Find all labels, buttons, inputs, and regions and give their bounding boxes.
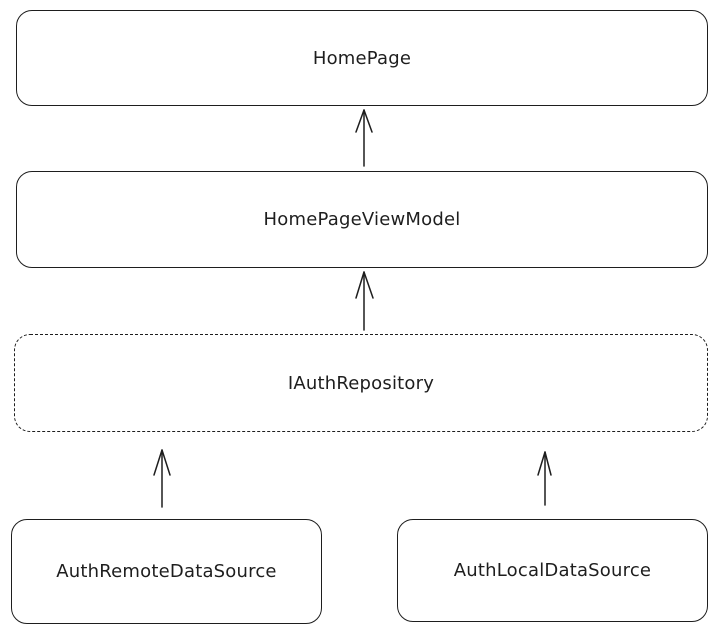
homepage-label: HomePage — [312, 47, 412, 69]
auth-repository-interface-node: IAuthRepository — [14, 334, 708, 432]
auth-local-datasource-label: AuthLocalDataSource — [453, 560, 652, 581]
arrow-remote-to-repository — [153, 449, 171, 508]
homepage-viewmodel-node: HomePageViewModel — [16, 171, 708, 268]
auth-repository-label: IAuthRepository — [287, 372, 435, 394]
arrow-local-to-repository — [537, 451, 552, 506]
homepage-node: HomePage — [16, 10, 708, 106]
arrow-repository-to-viewmodel — [355, 271, 374, 331]
auth-remote-datasource-label: AuthRemoteDataSource — [56, 561, 277, 582]
homepage-viewmodel-label: HomePageViewModel — [263, 209, 461, 230]
arrow-viewmodel-to-homepage — [355, 109, 373, 167]
auth-remote-datasource-node: AuthRemoteDataSource — [11, 519, 322, 624]
auth-local-datasource-node: AuthLocalDataSource — [397, 519, 708, 622]
